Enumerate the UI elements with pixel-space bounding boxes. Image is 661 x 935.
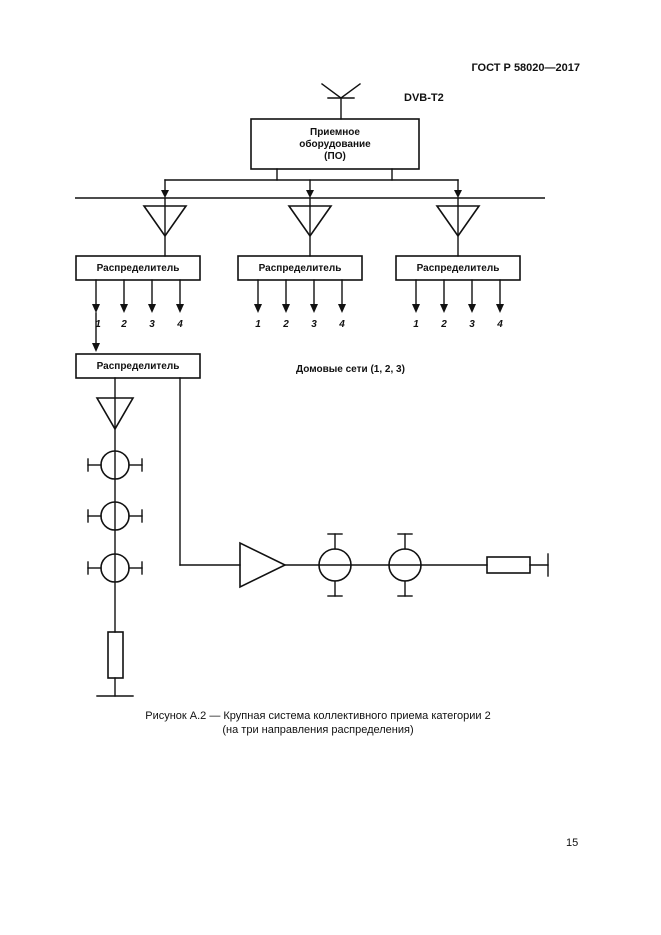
distributor-3-outputs: 1 2 3 4 [412,279,504,330]
distributor-1-outputs: 1 2 3 4 [92,279,184,330]
distributor-box-2: Распределитель [237,255,363,281]
amplifier-icon-middle [287,197,333,257]
output-number: 3 [149,319,155,330]
page-number: 15 [566,837,578,849]
antenna-icon [321,83,361,120]
terminator-resistor [486,553,549,577]
distributor-label: Распределитель [97,361,180,372]
output-number: 2 [120,319,127,330]
amplifier-icon-left [142,197,188,257]
receiver-label-line1: Приемное [310,127,360,138]
output-number: 4 [176,319,183,330]
distributor-label: Распределитель [97,263,180,274]
distributor-label: Распределитель [417,263,500,274]
link-to-house-distributor [92,312,100,352]
output-number: 2 [440,319,447,330]
distributor-label: Распределитель [259,263,342,274]
output-number: 3 [311,319,317,330]
doc-number: ГОСТ Р 58020—2017 [471,62,580,74]
output-number: 4 [338,319,345,330]
subscriber-tap-icon [388,533,422,597]
amplifier-icon-branch [239,541,287,589]
terminator-resistor [96,631,134,697]
horizontal-branch-chain [179,377,549,597]
receiver-equipment-box: Приемное оборудование (ПО) [250,118,420,170]
subscriber-tap-icon [87,450,143,480]
output-number: 2 [282,319,289,330]
vertical-riser-chain [87,377,143,697]
distributor-box-house: Распределитель [75,353,201,379]
output-number: 1 [413,319,419,330]
output-number: 1 [255,319,261,330]
output-number: 1 [95,319,101,330]
subscriber-tap-icon [318,533,352,597]
output-number: 3 [469,319,475,330]
dvb-t2-label: DVB-T2 [404,92,444,104]
amplifier-icon-right [435,197,481,257]
distributor-box-3: Распределитель [395,255,521,281]
receiver-label-line3: (ПО) [324,151,346,162]
figure-caption-line2: (на три направления распределения) [222,724,413,736]
home-networks-label: Домовые сети (1, 2, 3) [296,364,405,375]
receiver-label-line2: оборудование [299,138,371,150]
subscriber-tap-icon [87,501,143,531]
receiver-fanout-lines [161,168,462,198]
output-number: 4 [496,319,503,330]
subscriber-tap-icon [87,553,143,583]
figure-caption-line1: Рисунок А.2 — Крупная система коллективн… [145,710,491,722]
distributor-box-1: Распределитель [75,255,201,281]
amplifier-icon-riser [95,397,135,431]
distributor-2-outputs: 1 2 3 4 [254,279,346,330]
